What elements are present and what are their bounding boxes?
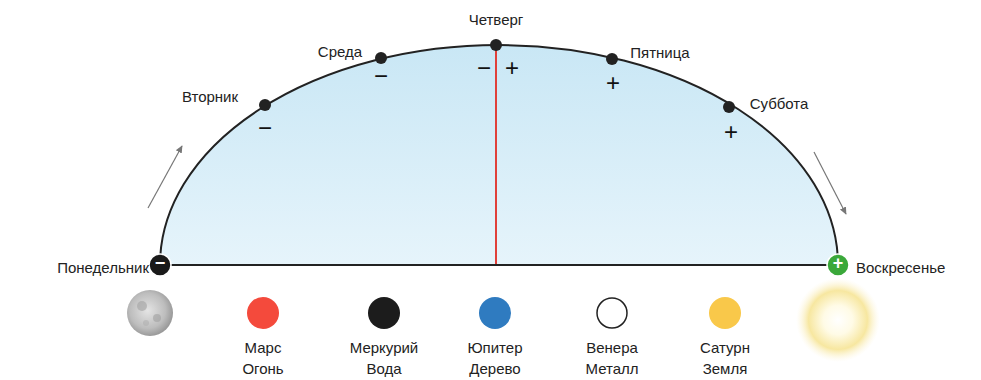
- sign: −: [374, 63, 388, 89]
- planet-name: Венера: [586, 340, 638, 357]
- planet-name: Сатурн: [700, 340, 750, 357]
- day-name: Понедельник: [57, 260, 149, 277]
- element-name: Земля: [703, 361, 748, 378]
- planet-name: Юпитер: [467, 340, 522, 357]
- day-name: Воскресенье: [856, 260, 945, 277]
- element-name: Дерево: [469, 361, 520, 378]
- venus-circle: [597, 298, 627, 328]
- element-name: Металл: [585, 361, 638, 378]
- day-dots: [259, 39, 735, 113]
- plus-circle: [827, 254, 849, 276]
- sign: +: [505, 55, 519, 81]
- sign: −: [477, 55, 491, 81]
- sign: −: [258, 115, 272, 141]
- day-name: Пятница: [630, 45, 689, 62]
- element-name: Вода: [366, 361, 401, 378]
- direction-arrow: [814, 152, 846, 214]
- element-name: Огонь: [242, 361, 283, 378]
- day-name: Вторник: [182, 89, 238, 106]
- arc-region: [160, 45, 838, 265]
- planet-name: Меркурий: [350, 340, 419, 357]
- day-name: Четверг: [469, 12, 524, 29]
- jupiter-circle: [479, 297, 511, 329]
- baseline: [160, 264, 838, 266]
- sign: +: [606, 70, 620, 96]
- moon-symbol: [127, 290, 173, 336]
- day-name: Среда: [318, 44, 362, 61]
- direction-arrow: [148, 146, 182, 208]
- day-name: Суббота: [750, 96, 809, 113]
- sign: +: [833, 254, 844, 274]
- sun-symbol: [796, 278, 880, 362]
- midline: [495, 46, 497, 265]
- sign: +: [724, 119, 738, 145]
- minus-circle: [149, 254, 171, 276]
- mercury-circle: [368, 297, 400, 329]
- mars-circle: [247, 297, 279, 329]
- saturn-circle: [709, 297, 741, 329]
- sign: −: [155, 254, 166, 274]
- planet-name: Марс: [245, 340, 282, 357]
